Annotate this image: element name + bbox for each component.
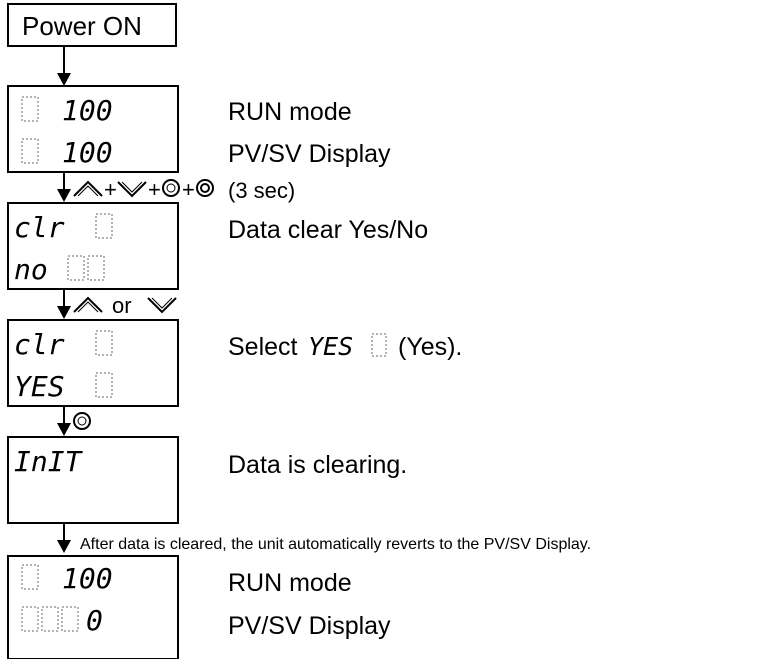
display-top-digits: clr: [14, 328, 65, 361]
down-key-icon: [117, 181, 147, 198]
or-label: or: [112, 293, 132, 318]
display-top-digits: InIT: [14, 445, 84, 478]
mode-key-icon: [162, 179, 180, 197]
display-bottom-digits: 100: [62, 136, 113, 169]
display-bottom-digits: no: [14, 253, 48, 286]
display-box-run-mode: 100 100: [7, 85, 179, 173]
step-desc-top: Data is clearing.: [228, 451, 407, 479]
step-desc-bottom: PV/SV Display: [228, 140, 391, 168]
svg-text:+: +: [148, 177, 161, 202]
step-desc-bottom: PV/SV Display: [228, 612, 391, 640]
svg-text:+: +: [182, 177, 195, 202]
flow-arrow: [57, 172, 71, 202]
key-sequence-select: or: [73, 293, 177, 318]
display-box-run-mode-cleared: 100 0: [7, 555, 179, 659]
flow-arrow: [57, 406, 71, 436]
display-top-digits: 100: [62, 562, 113, 595]
step-desc-top: RUN mode: [228, 569, 352, 597]
display-box-initializing: InIT: [7, 436, 179, 524]
flow-arrow: [57, 46, 71, 86]
down-key-icon: [147, 297, 177, 314]
display-top-digits: 100: [62, 94, 113, 127]
mode-key-icon: [73, 412, 91, 430]
up-key-icon: [73, 296, 103, 313]
yes-glyph: YES: [308, 332, 353, 361]
display-bottom-digits: 0: [86, 604, 103, 637]
up-key-icon: [73, 180, 103, 197]
step-desc-top: Select: [228, 333, 298, 361]
display-box-clear-confirm: clr no: [7, 202, 179, 290]
display-box-select-yes: clr YES: [7, 319, 179, 407]
enter-key-icon: [196, 179, 214, 197]
revert-note: After data is cleared, the unit automati…: [80, 536, 591, 553]
power-on-label: Power ON: [22, 11, 142, 41]
display-top-digits: clr: [14, 211, 65, 244]
svg-text:+: +: [104, 177, 117, 202]
power-on-box: Power ON: [7, 3, 177, 47]
step-desc-top: RUN mode: [228, 98, 352, 126]
flow-arrow: [57, 289, 71, 319]
hold-duration: (3 sec): [228, 178, 295, 203]
step-desc-tail: (Yes).: [398, 333, 462, 361]
step-desc-top: Data clear Yes/No: [228, 216, 428, 244]
key-sequence-clear: + + + (3 sec): [73, 177, 295, 203]
display-bottom-digits: YES: [14, 370, 65, 403]
flow-arrow: [57, 523, 71, 553]
key-sequence-confirm: [73, 412, 91, 430]
